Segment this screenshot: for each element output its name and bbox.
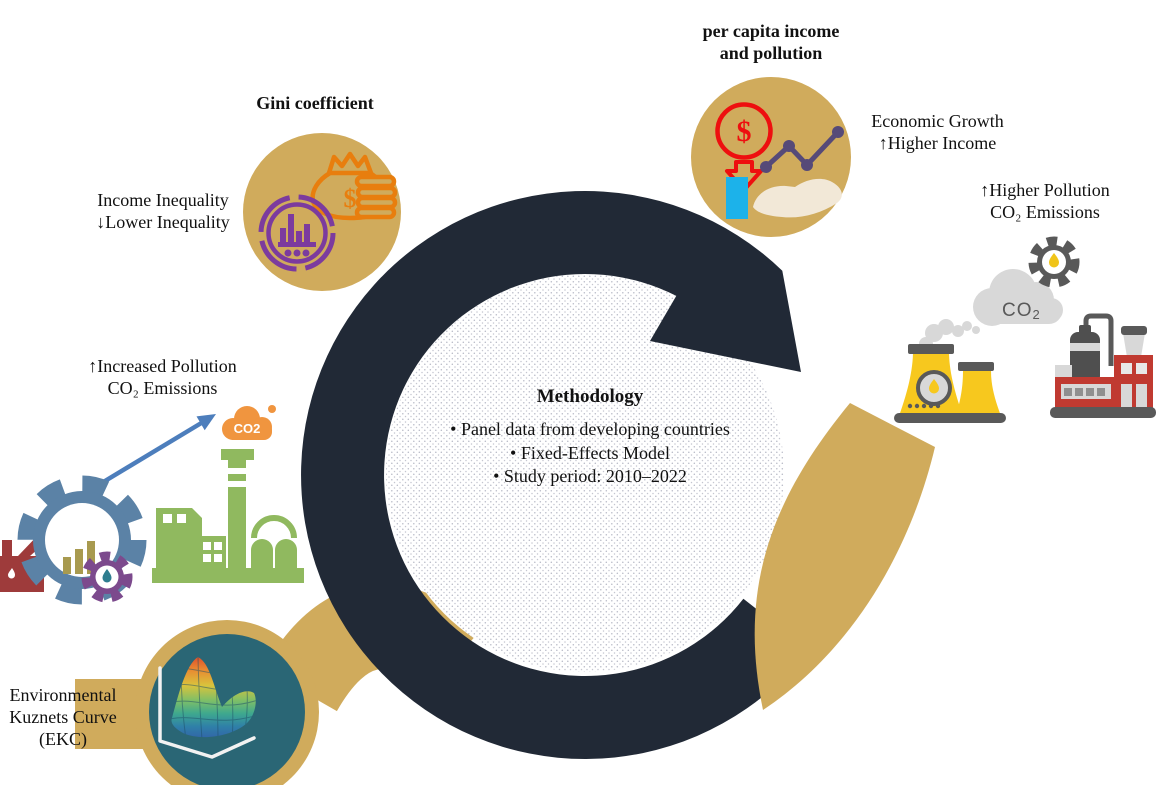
income-inequality-label: Income Inequality ↓Lower Inequality — [96, 190, 230, 232]
factory-green-icon — [152, 449, 304, 583]
income-pollution-circle: $ — [691, 77, 851, 237]
factory-red-icon — [1050, 313, 1156, 418]
power-plant-icon — [894, 344, 1006, 423]
methodology-bullet: Panel data from developing countries — [440, 418, 740, 442]
water-gear-icon — [81, 551, 133, 603]
economic-growth-label: Economic Growth ↑Higher Income — [871, 111, 1004, 153]
dollar-sign: $ — [737, 115, 752, 148]
co2-cloud-orange-icon: CO2 — [222, 405, 276, 440]
ekc-surface-icon — [158, 657, 256, 759]
hand-icon — [753, 178, 842, 218]
co2-text-gray: CO2 — [1002, 300, 1041, 322]
gold-swoosh — [754, 403, 935, 710]
money-bag-dollar: $ — [344, 184, 357, 213]
co2-cloud-gray-icon: CO2 — [973, 269, 1063, 326]
pollution-gear-icon — [1028, 236, 1080, 288]
bar-chart-icon — [63, 541, 95, 574]
growth-line-icon — [760, 126, 844, 173]
higher-pollution-label: ↑Higher Pollution CO₂ Emissions — [980, 180, 1110, 222]
smoke-icon — [919, 319, 980, 351]
methodology-bullet: Study period: 2010–2022 — [440, 465, 740, 489]
gini-title: Gini coefficient — [256, 93, 374, 113]
dollar-magnifier-icon: $ — [715, 102, 773, 192]
methodology-block: Methodology Panel data from developing c… — [440, 386, 740, 489]
down-arrow-icon — [725, 160, 763, 192]
gini-badge-icon — [258, 194, 336, 272]
methodology-bullets: Panel data from developing countries Fix… — [440, 418, 740, 489]
ekc-circle — [135, 620, 319, 785]
cycle-arrow — [301, 191, 809, 760]
cyan-bar-icon — [726, 177, 748, 219]
per-capita-title: per capita income and pollution — [702, 21, 840, 63]
methodology-bullet: Fixed-Effects Model — [440, 442, 740, 466]
increased-pollution-label: ↑Increased Pollution CO₂ Emissions — [88, 356, 237, 398]
co2-text-orange: CO2 — [234, 421, 261, 436]
rising-arrow-icon — [93, 414, 216, 489]
methodology-title: Methodology — [536, 386, 644, 407]
money-bag-icon — [310, 151, 398, 221]
ekc-label: Environmental Kuznets Curve (EKC) — [9, 685, 117, 749]
gini-circle: $ — [243, 133, 401, 291]
